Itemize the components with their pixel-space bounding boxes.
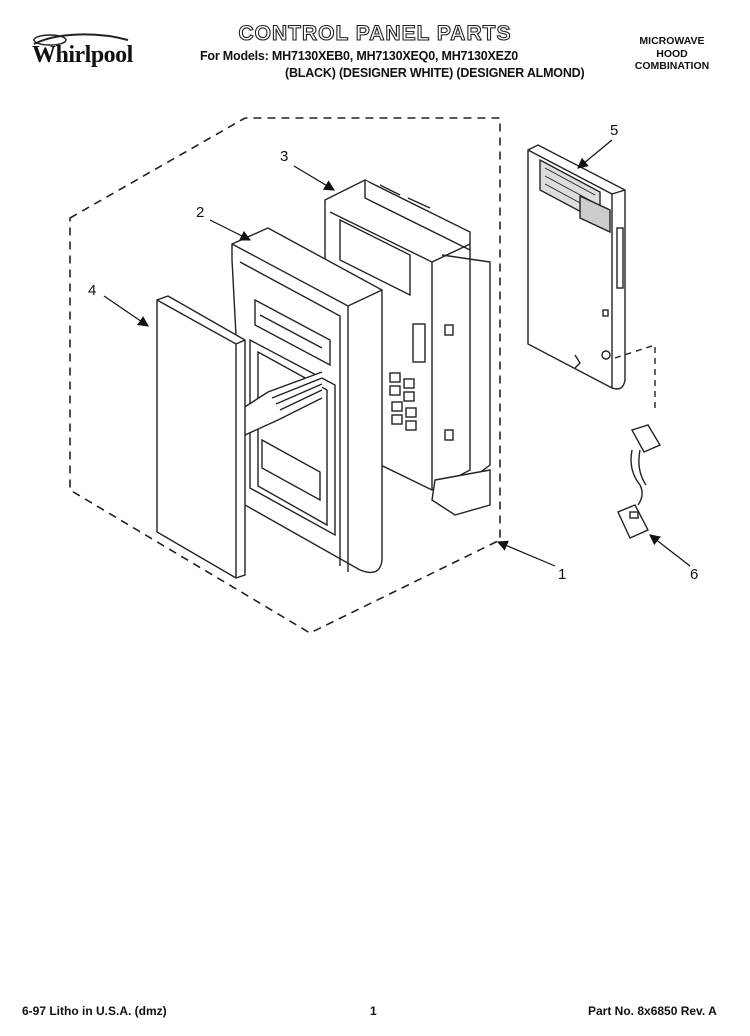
part-4-keypad-overlay <box>156 295 246 579</box>
category-line: HOOD <box>656 47 688 60</box>
part-5-control-board <box>527 144 626 390</box>
callout-2: 2 <box>196 204 205 221</box>
category-line: MICROWAVE <box>639 35 705 47</box>
part-6-wire-harness <box>614 344 662 539</box>
page-number: 1 <box>370 1004 377 1018</box>
leader-arrow-5 <box>577 139 613 169</box>
model-numbers: For Models: MH7130XEB0, MH7130XEQ0, MH71… <box>200 49 519 63</box>
leader-arrow-2 <box>209 219 252 241</box>
callout-6: 6 <box>690 566 699 583</box>
brand-swoosh-icon <box>33 33 129 46</box>
callout-3: 3 <box>280 148 289 165</box>
assembly-boundary <box>69 117 501 634</box>
brand-logo: Whirlpool <box>28 30 158 72</box>
part-number: Part No. 8x6850 Rev. A <box>588 1004 717 1018</box>
model-finishes: (BLACK) (DESIGNER WHITE) (DESIGNER ALMON… <box>285 66 585 80</box>
part-2-control-panel-frame <box>217 227 383 574</box>
leader-arrow-3 <box>293 165 336 191</box>
litho-note: 6-97 Litho in U.S.A. (dmz) <box>22 1004 167 1018</box>
callout-5: 5 <box>610 122 619 139</box>
leader-arrow-1 <box>496 540 556 567</box>
product-category: MICROWAVE HOOD COMBINATION <box>612 35 732 73</box>
callout-1: 1 <box>558 566 567 583</box>
page-title: CONTROL PANEL PARTS <box>238 21 512 45</box>
category-line: COMBINATION <box>634 60 710 72</box>
callout-4: 4 <box>88 282 97 299</box>
brand-name: Whirlpool <box>32 42 133 68</box>
leader-arrow-4 <box>103 295 149 327</box>
leader-arrow-6 <box>649 534 691 567</box>
